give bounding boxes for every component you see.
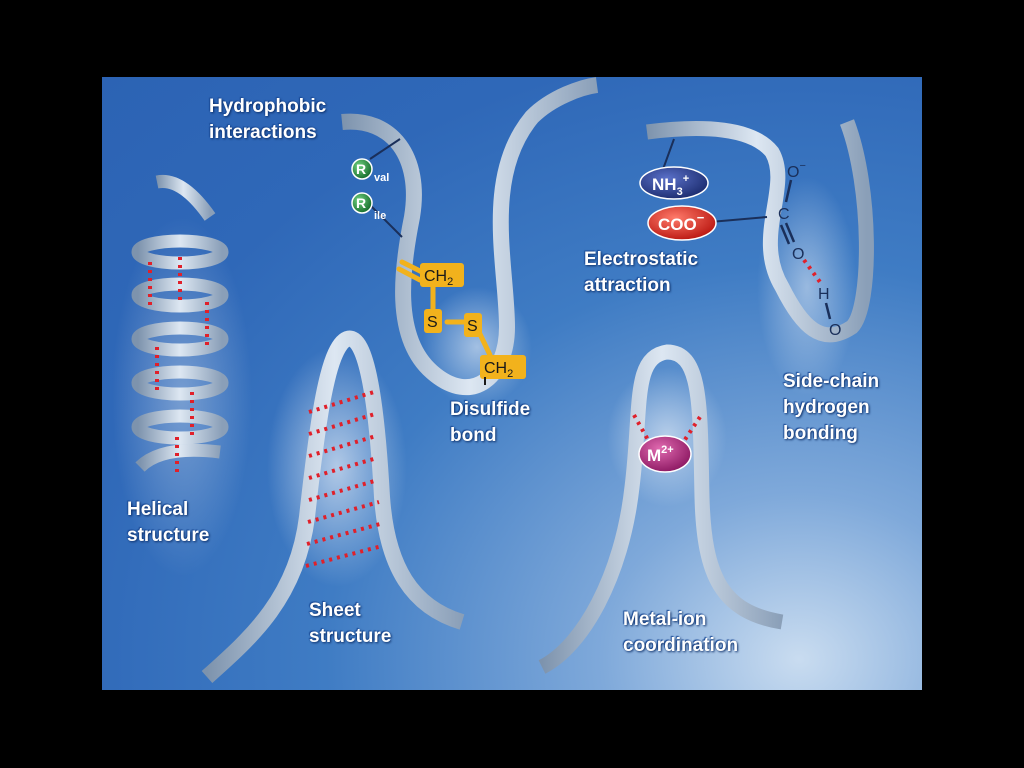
sidechain-ribbon [646, 119, 874, 343]
helix-ribbon [131, 174, 229, 472]
svg-text:R: R [356, 195, 366, 211]
svg-text:val: val [374, 172, 389, 184]
svg-text:M2+: M2+ [647, 444, 674, 465]
disulfide-ribbon [341, 77, 599, 396]
sheet-ribbon [201, 330, 465, 683]
disulfide-chemistry: CH2 S S CH2 [420, 263, 526, 385]
metal-ion: M2+ [638, 435, 692, 473]
svg-text:R: R [356, 161, 366, 177]
helix-hydrogen-bonds [148, 257, 209, 472]
svg-text:COO−: COO− [658, 210, 705, 234]
svg-text:ile: ile [374, 210, 386, 222]
svg-text:CH2: CH2 [424, 268, 453, 288]
svg-text:NH3+: NH3+ [652, 173, 689, 198]
svg-text:S: S [467, 318, 478, 335]
svg-text:O−: O− [787, 160, 806, 181]
connector-lines [369, 138, 768, 238]
svg-text:O: O [829, 322, 841, 339]
protein-structure-diagram: CH2 S S CH2 R val R ile NH3+ COO− O− C O… [112, 77, 874, 683]
metal-ion-bonds [632, 414, 702, 449]
svg-text:CH2: CH2 [484, 360, 513, 380]
svg-text:S: S [427, 314, 438, 331]
svg-text:O: O [792, 246, 804, 263]
carbonyl-bonds [779, 179, 832, 320]
electrostatic-ions: NH3+ COO− [639, 166, 717, 241]
sheet-hydrogen-bonds [305, 390, 383, 568]
hydrophobic-r-groups: R val R ile [351, 158, 389, 222]
svg-text:C: C [778, 206, 790, 223]
metal-ion-ribbon [538, 344, 784, 674]
sidechain-atoms: O− C O H O [778, 160, 841, 339]
diagram-panel: CH2 S S CH2 R val R ile NH3+ COO− O− C O… [102, 77, 922, 690]
svg-text:H: H [818, 286, 830, 303]
